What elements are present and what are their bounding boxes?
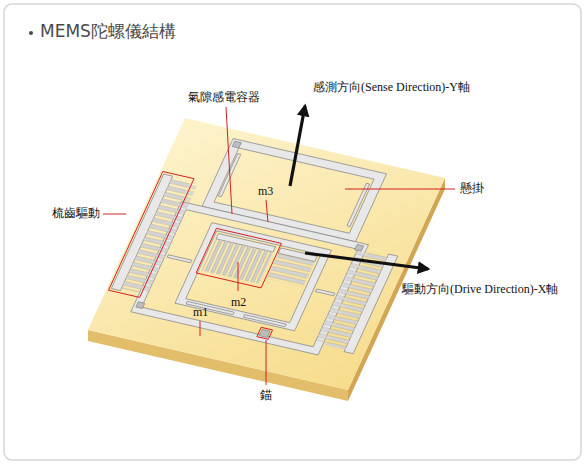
direction-label: 感測方向(Sense Direction)-Y軸 xyxy=(313,80,470,94)
part-label: 懸掛 xyxy=(460,181,484,195)
title-bullet xyxy=(29,31,33,35)
leader-lines xyxy=(103,107,455,385)
drive-arrow xyxy=(305,253,428,269)
outer-frame xyxy=(4,4,581,460)
part-label: 梳齒驅動 xyxy=(52,206,100,220)
diagram-title: MEMS陀螺儀結構 xyxy=(40,21,176,41)
mass-label: m1 xyxy=(193,305,208,319)
part-label: 錨 xyxy=(260,388,272,402)
mass-label: m3 xyxy=(258,184,273,198)
part-label: 氣隙感電容器 xyxy=(188,90,260,104)
mass-label: m2 xyxy=(231,295,246,309)
mems-structure xyxy=(88,118,445,390)
sense-arrow xyxy=(290,106,305,186)
direction-label: 驅動方向(Drive Direction)-X軸 xyxy=(402,282,558,296)
